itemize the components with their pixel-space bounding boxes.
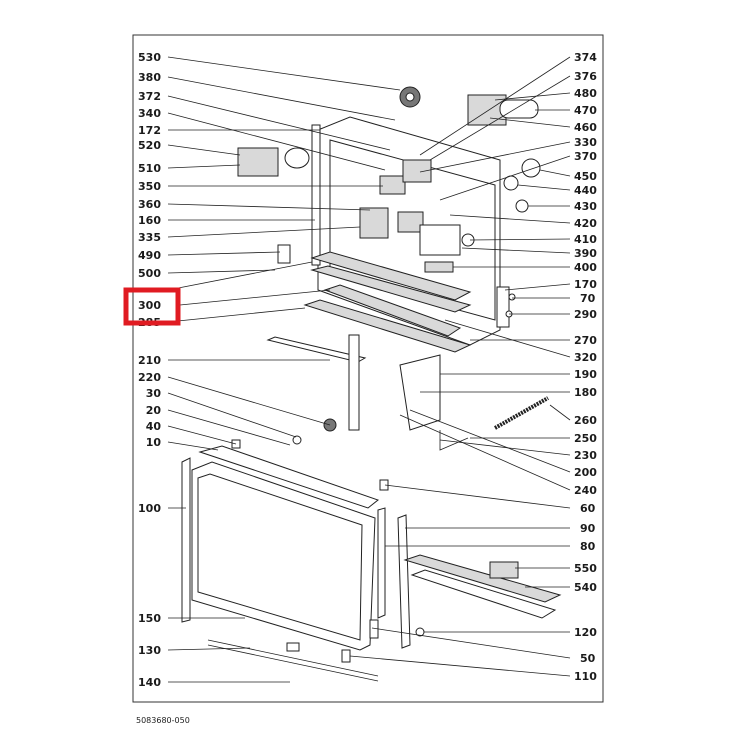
- label-200: 200: [574, 466, 597, 479]
- label-160: 160: [138, 214, 161, 227]
- label-30: 30: [146, 387, 162, 400]
- door-assembly: [181, 445, 562, 682]
- label-480: 480: [574, 87, 597, 100]
- label-110: 110: [574, 670, 597, 683]
- label-370: 370: [574, 150, 597, 163]
- label-100: 100: [138, 502, 161, 515]
- label-380: 380: [138, 71, 161, 84]
- label-450: 450: [574, 170, 597, 183]
- label-460: 460: [574, 121, 597, 134]
- label-470: 470: [574, 104, 597, 117]
- label-430: 430: [574, 200, 597, 213]
- label-510: 510: [138, 162, 161, 175]
- label-60: 60: [580, 502, 596, 515]
- rails: [303, 251, 472, 353]
- right-labels: 374 376 480 470 460 330 370 450 440 430 …: [574, 51, 597, 683]
- label-240: 240: [574, 484, 597, 497]
- label-172: 172: [138, 124, 161, 137]
- label-210: 210: [138, 354, 161, 367]
- label-320: 320: [574, 351, 597, 364]
- label-490: 490: [138, 249, 161, 262]
- left-labels: 530 380 372 340 172 520 510 350 360 160 …: [138, 51, 161, 689]
- label-440: 440: [574, 184, 597, 197]
- highlight-box: [123, 287, 181, 326]
- label-500: 500: [138, 267, 161, 280]
- upper-components: [237, 86, 541, 328]
- label-40: 40: [146, 420, 162, 433]
- label-120: 120: [574, 626, 597, 639]
- label-520: 520: [138, 139, 161, 152]
- label-300: 300: [138, 299, 161, 312]
- label-190: 190: [574, 368, 597, 381]
- label-420: 420: [574, 217, 597, 230]
- label-330: 330: [574, 136, 597, 149]
- label-550: 550: [574, 562, 597, 575]
- label-372: 372: [138, 90, 161, 103]
- label-340: 340: [138, 107, 161, 120]
- label-250: 250: [574, 432, 597, 445]
- label-130: 130: [138, 644, 161, 657]
- label-230: 230: [574, 449, 597, 462]
- label-150: 150: [138, 612, 161, 625]
- drawing-code: 5083680-050: [136, 716, 190, 725]
- label-50: 50: [580, 652, 596, 665]
- middle-components: [231, 334, 549, 451]
- label-400: 400: [574, 261, 597, 274]
- label-376: 376: [574, 70, 597, 83]
- label-390: 390: [574, 247, 597, 260]
- label-530: 530: [138, 51, 161, 64]
- label-350: 350: [138, 180, 161, 193]
- label-260: 260: [574, 414, 597, 427]
- leader-lines: [167, 56, 571, 683]
- label-374: 374: [574, 51, 597, 64]
- label-335: 335: [138, 231, 161, 244]
- label-270: 270: [574, 334, 597, 347]
- label-140: 140: [138, 676, 161, 689]
- label-360: 360: [138, 198, 161, 211]
- label-20: 20: [146, 404, 162, 417]
- label-90: 90: [580, 522, 596, 535]
- label-10: 10: [146, 436, 162, 449]
- drawing-frame: [132, 34, 604, 703]
- label-290: 290: [574, 308, 597, 321]
- label-410: 410: [574, 233, 597, 246]
- label-540: 540: [574, 581, 597, 594]
- label-80: 80: [580, 540, 596, 553]
- label-180: 180: [574, 386, 597, 399]
- label-70: 70: [580, 292, 596, 305]
- label-170: 170: [574, 278, 597, 291]
- label-220: 220: [138, 371, 161, 384]
